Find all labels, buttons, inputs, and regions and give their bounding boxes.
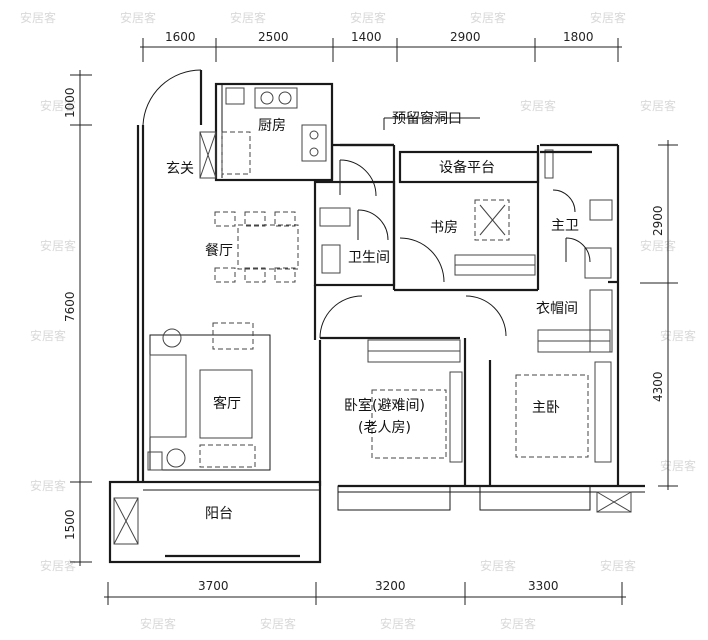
watermark: 安居客 [470,10,506,25]
watermark: 安居客 [30,328,66,343]
watermark: 安居客 [500,616,536,631]
dimension-label: 1800 [563,30,594,44]
room-label-equipment: 设备平台 [439,159,495,176]
right-dimension-line: 2900 4300 [640,140,678,490]
study-walls [394,199,538,292]
bathroom-walls [313,159,396,287]
bottom-dimension-line: 3700 3200 3300 [104,579,626,605]
watermark: 安居客 [380,616,416,631]
dimension-label: 3200 [375,579,406,593]
dimension-label: 1600 [165,30,196,44]
exterior-walls [136,69,334,482]
room-label-kitchen: 厨房 [258,118,286,134]
room-labels: 厨房 玄关 餐厅 客厅 阳台 卫生间 书房 主卫 设备平台 预留窗洞口 衣帽间 … [166,110,579,522]
watermark: 安居客 [640,238,676,253]
watermark: 安居客 [600,558,636,573]
watermark: 安居客 [640,98,676,113]
dimension-label: 2500 [258,30,289,44]
bedroom-walls [313,282,620,486]
watermark: 安居客 [30,478,66,493]
room-label-master-bedroom: 主卧 [532,400,560,416]
balcony [108,143,645,564]
dining-furniture [214,211,299,283]
watermark-layer: 安居客 安居客 安居客 安居客 安居客 安居客 安居客 安居客 安居客 安居客 … [20,10,696,631]
room-label-living: 客厅 [213,395,241,412]
watermark: 安居客 [20,10,56,25]
room-label-balcony: 阳台 [205,506,233,522]
top-dimension-line: 1600 2500 1400 2900 1800 [140,30,622,62]
dimension-label: 7600 [63,291,77,322]
dimension-label: 1400 [351,30,382,44]
watermark: 安居客 [40,238,76,253]
left-dimension-line: 1000 7600 1500 [63,70,92,566]
dimension-label: 3300 [528,579,559,593]
window-note-label: 预留窗洞口 [392,110,462,127]
watermark: 安居客 [660,328,696,343]
room-label-elderly: (老人房) [358,420,411,436]
room-label-bedroom: 卧室(避难间) [344,397,425,414]
watermark: 安居客 [520,98,556,113]
watermark: 安居客 [660,458,696,473]
dimension-label: 3700 [198,579,229,593]
room-label-study: 书房 [430,220,458,236]
watermark: 安居客 [350,10,386,25]
room-label-bathroom: 卫生间 [348,250,390,266]
room-label-master-bath: 主卫 [551,218,579,234]
watermark: 安居客 [260,616,296,631]
watermark: 安居客 [590,10,626,25]
dimension-label: 1000 [63,87,77,118]
watermark: 安居客 [230,10,266,25]
living-furniture [147,322,271,471]
dimension-label: 2900 [651,205,665,236]
room-label-dining: 餐厅 [205,243,233,259]
room-label-entrance: 玄关 [166,160,194,177]
dimension-label: 1500 [63,509,77,540]
watermark: 安居客 [120,10,156,25]
watermark: 安居客 [40,98,76,113]
room-label-closet: 衣帽间 [536,301,578,317]
dimension-label: 2900 [450,30,481,44]
dimension-label: 4300 [651,371,665,402]
watermark: 安居客 [480,558,516,573]
watermark: 安居客 [140,616,176,631]
watermark: 安居客 [40,558,76,573]
